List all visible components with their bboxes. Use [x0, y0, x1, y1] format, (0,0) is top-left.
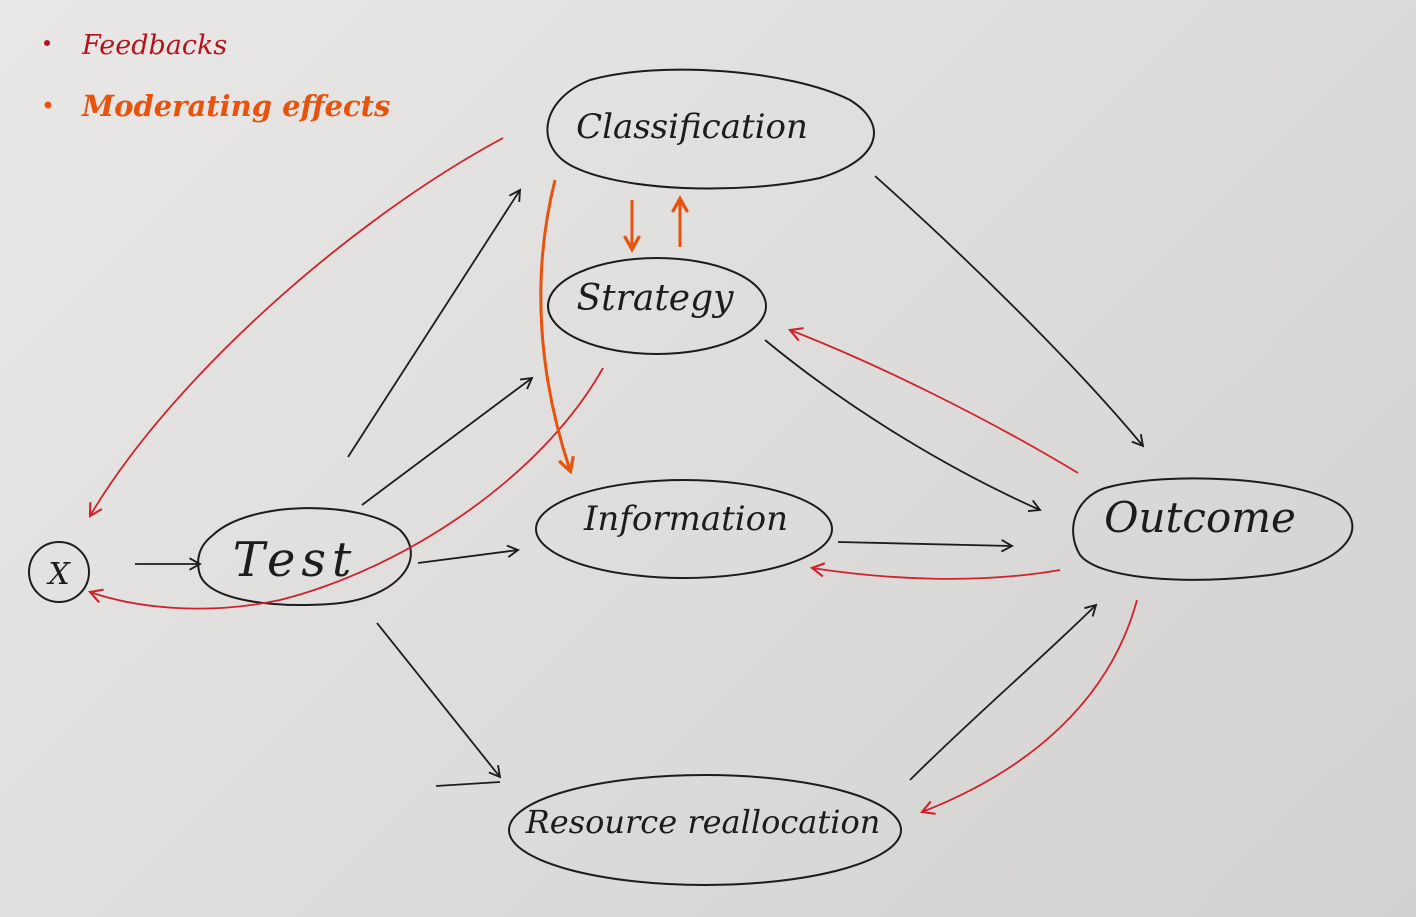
- node-resource-reallocation: Resource reallocation: [508, 774, 902, 886]
- underline-resource-arrow: [435, 781, 501, 787]
- node-classification-label: Classification: [576, 107, 808, 147]
- node-resource-reallocation-label: Resource reallocation: [525, 803, 881, 841]
- arrow-test-to-strategy: [361, 376, 534, 506]
- legend-label-moderating: Moderating effects: [81, 89, 390, 123]
- legend-label-feedbacks: Feedbacks: [81, 30, 227, 61]
- legend: Feedbacks Moderating effects: [44, 30, 390, 123]
- legend-bullet-feedbacks: [44, 40, 50, 46]
- node-test: Test: [197, 507, 412, 606]
- causal-arrows: [135, 175, 1145, 787]
- node-outcome-label: Outcome: [1104, 493, 1296, 542]
- arrow-strategy-to-outcome: [764, 339, 1042, 512]
- node-x-label: X: [46, 557, 71, 592]
- node-strategy: Strategy: [547, 257, 767, 355]
- node-test-label: Test: [233, 532, 358, 588]
- arrow-test-to-classification: [347, 188, 522, 458]
- feedback-strategy-to-x: [87, 367, 604, 610]
- legend-bullet-moderating: [44, 101, 52, 109]
- feedback-outcome-to-resource: [919, 599, 1138, 815]
- node-outcome: Outcome: [1072, 477, 1354, 581]
- arrow-test-to-information: [417, 544, 520, 564]
- node-strategy-label: Strategy: [577, 278, 735, 319]
- feedback-outcome-to-strategy: [787, 327, 1079, 474]
- node-information-label: Information: [583, 499, 788, 539]
- node-information: Information: [535, 479, 833, 579]
- arrow-resource-to-outcome: [909, 603, 1098, 781]
- arrow-information-to-outcome: [837, 539, 1014, 553]
- arrow-classification-to-outcome: [874, 175, 1145, 448]
- node-classification: Classification: [546, 68, 875, 190]
- moderating-arrows: [539, 179, 680, 470]
- arrow-test-to-resource: [376, 622, 502, 779]
- feedback-classification-to-x: [88, 137, 504, 518]
- feedback-arrows: [87, 137, 1138, 815]
- feedback-outcome-to-information: [809, 562, 1061, 580]
- moderating-classification-to-information: [539, 179, 570, 470]
- node-x: X: [28, 541, 90, 603]
